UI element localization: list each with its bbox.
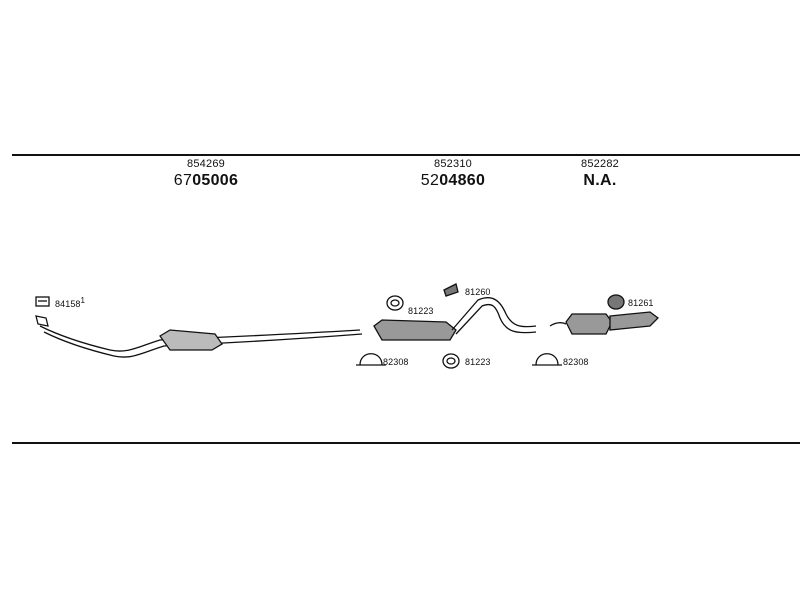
ring-icon xyxy=(442,353,460,369)
part-label-ring: 81223 xyxy=(408,306,434,316)
middle-section-header: 852310 5204860 xyxy=(383,158,523,190)
part-label-hanger: 81261 xyxy=(628,298,654,308)
part-code: N.A. xyxy=(583,172,617,189)
front-pipe-icon xyxy=(35,315,363,358)
part-ref: 852310 xyxy=(434,158,472,170)
hanger-icon xyxy=(443,283,459,297)
gasket-icon xyxy=(35,296,50,307)
clamp-icon xyxy=(532,353,562,366)
part-ref: 852282 xyxy=(581,158,619,170)
part-code: 5204860 xyxy=(420,172,486,189)
ring-icon xyxy=(386,295,404,311)
bottom-divider xyxy=(12,442,800,444)
front-section-header: 854269 6705006 xyxy=(136,158,276,190)
part-ref: 854269 xyxy=(187,158,225,170)
rear-section-header: 852282 N.A. xyxy=(530,158,670,190)
part-label-clamp: 82308 xyxy=(563,357,589,367)
part-label-ring: 81223 xyxy=(465,357,491,367)
rear-muffler-icon xyxy=(549,311,659,335)
part-code: 6705006 xyxy=(173,172,239,189)
clamp-icon xyxy=(356,353,386,366)
part-label-clamp: 82308 xyxy=(383,357,409,367)
part-label-hanger: 81260 xyxy=(465,287,491,297)
middle-muffler-icon xyxy=(373,297,537,341)
part-label-gasket: 841581 xyxy=(55,296,86,309)
top-divider xyxy=(12,154,800,156)
hanger-icon xyxy=(607,294,625,310)
